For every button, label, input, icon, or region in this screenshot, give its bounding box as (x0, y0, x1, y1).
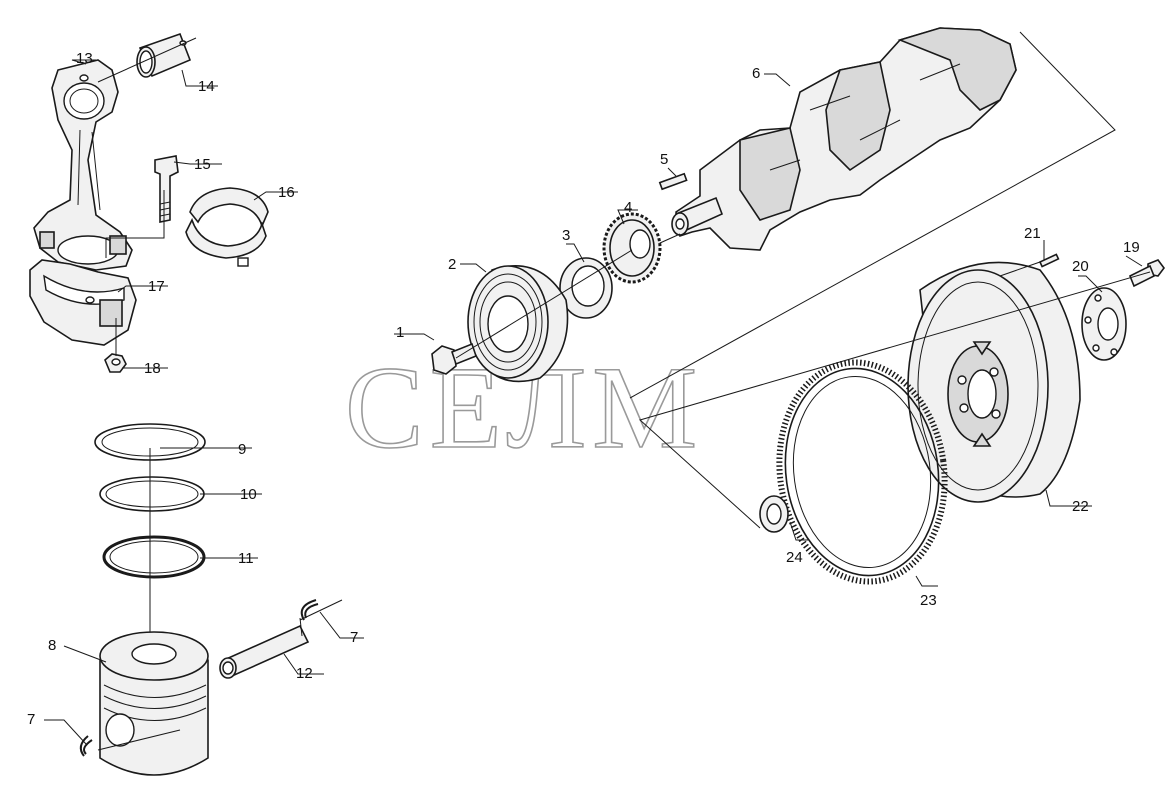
callout-7-left: 7 (27, 711, 35, 728)
callout-4: 4 (624, 199, 632, 216)
callout-11: 11 (238, 550, 254, 567)
callout-17: 17 (148, 278, 165, 295)
callout-23: 23 (920, 592, 937, 609)
callout-5: 5 (660, 151, 668, 168)
flywheel-plate (1081, 287, 1127, 361)
callout-3: 3 (562, 227, 570, 244)
callout-8: 8 (48, 637, 56, 654)
callout-14: 14 (198, 78, 215, 95)
ring-gear (776, 359, 948, 585)
thrust-washer (559, 257, 613, 319)
callout-2: 2 (448, 256, 456, 273)
callout-24: 24 (786, 549, 803, 566)
retaining-ring-right (300, 599, 319, 621)
woodruff-key (658, 172, 688, 191)
callout-13: 13 (76, 50, 93, 67)
callout-15: 15 (194, 156, 211, 173)
callout-labels: 1 2 3 4 5 6 7 7 8 9 10 11 12 13 14 15 16… (27, 50, 1140, 728)
callout-20: 20 (1072, 258, 1089, 275)
flywheel (907, 261, 1081, 503)
callout-19: 19 (1123, 239, 1140, 256)
bearing-shells (185, 187, 269, 267)
retaining-ring-left (79, 735, 93, 757)
pulley (467, 265, 569, 383)
callout-10: 10 (240, 486, 257, 503)
leader-lines (44, 59, 1143, 745)
dowel-pin (1038, 253, 1060, 268)
rod-nut (104, 353, 127, 373)
callout-6: 6 (752, 65, 760, 82)
callout-21: 21 (1024, 225, 1041, 242)
piston (99, 631, 209, 776)
connecting-rod (33, 59, 133, 271)
crankshaft (671, 27, 1017, 251)
crank-gear (602, 212, 662, 284)
small-end-bushing (136, 32, 192, 78)
callout-7-right: 7 (350, 629, 358, 646)
rod-bolt (154, 155, 179, 223)
callout-12: 12 (296, 665, 313, 682)
callout-16: 16 (278, 184, 295, 201)
piston-pin (219, 624, 310, 679)
pilot-bearing (759, 495, 789, 533)
callout-9: 9 (238, 441, 246, 458)
callout-22: 22 (1072, 498, 1089, 515)
callout-18: 18 (144, 360, 161, 377)
callout-1: 1 (396, 324, 404, 341)
rod-cap (29, 259, 137, 346)
